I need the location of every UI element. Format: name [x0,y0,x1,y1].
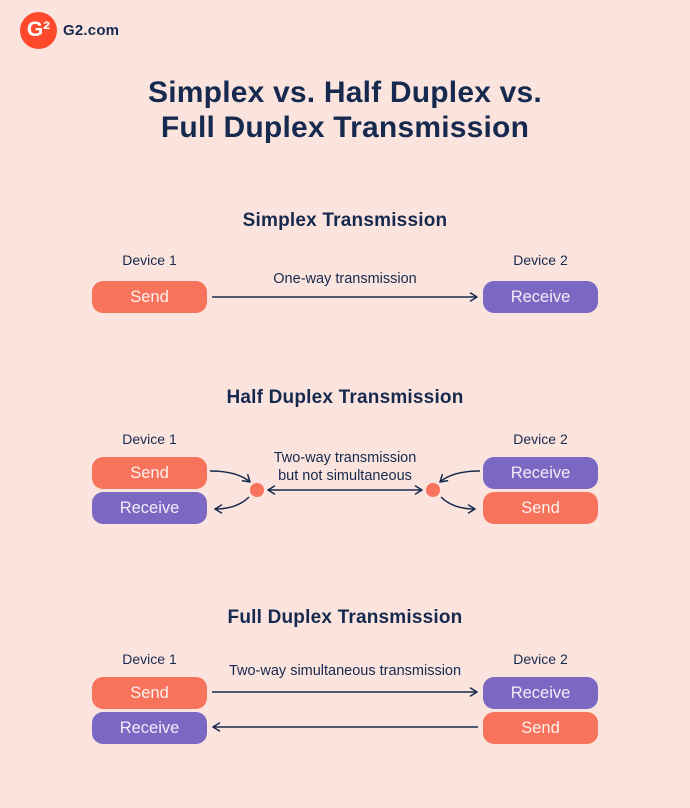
full-duplex-device2-receive-box: Receive [483,677,598,709]
half-duplex-device1-receive-box: Receive [92,492,207,524]
simplex-receive-box: Receive [483,281,598,313]
half-duplex-device1-send-box: Send [92,457,207,489]
half-duplex-arrow-label: Two-way transmission but not simultaneou… [0,449,690,485]
site-label: G2.com [63,22,120,39]
half-duplex-heading: Half Duplex Transmission [226,387,464,408]
simplex-heading: Simplex Transmission [242,210,448,231]
simplex-send-box: Send [92,281,207,313]
half-duplex-device1-label: Device 1 [122,431,177,447]
full-duplex-device2-label: Device 2 [513,651,568,667]
simplex-device2-label: Device 2 [513,252,568,268]
half-duplex-right-junction-dot [426,483,440,497]
full-duplex-device1-send-box: Send [92,677,207,709]
half-duplex-arrow-label-line2: but not simultaneous [278,468,412,484]
simplex-device1-label: Device 1 [122,252,177,268]
full-duplex-device2-send-box: Send [483,712,598,744]
page-title: Simplex vs. Half Duplex vs. Full Duplex … [0,75,690,145]
full-duplex-heading: Full Duplex Transmission [227,607,463,628]
simplex-arrow-label: One-way transmission [273,271,417,287]
half-duplex-left-junction-dot [250,483,264,497]
full-duplex-device1-label: Device 1 [122,651,177,667]
half-duplex-device2-receive-box: Receive [483,457,598,489]
half-duplex-device2-send-box: Send [483,492,598,524]
half-duplex-left-receive-curve-arrow [214,496,250,514]
g2-logo-icon: G² [20,12,57,49]
half-duplex-device2-label: Device 2 [513,431,568,447]
full-duplex-arrow-label: Two-way simultaneous transmission [228,663,462,679]
page-title-line1: Simplex vs. Half Duplex vs. [148,76,542,109]
g2-logo-glyph: G² [26,18,51,41]
full-duplex-device1-receive-box: Receive [92,712,207,744]
half-duplex-right-send-curve-arrow [440,496,476,514]
page-title-line2: Full Duplex Transmission [160,111,530,144]
half-duplex-arrow-label-line1: Two-way transmission [273,450,417,466]
